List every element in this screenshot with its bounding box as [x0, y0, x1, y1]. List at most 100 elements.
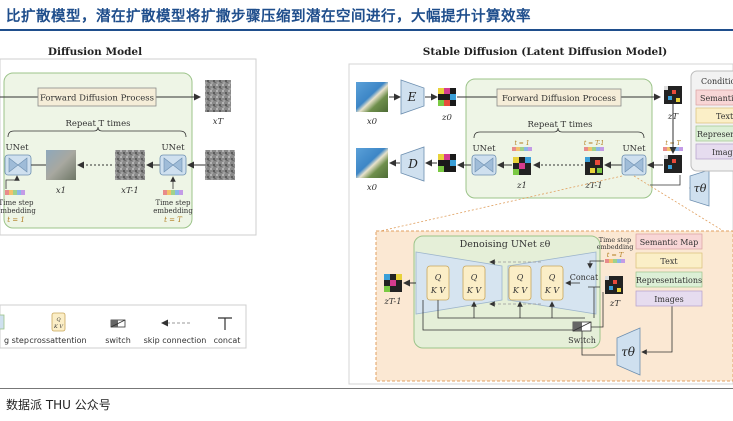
left-panel-frame [0, 58, 257, 236]
qkv-2-kv: K V [466, 286, 483, 295]
right-timestep-bar-1 [512, 147, 532, 151]
right-z0-latent-bottom [438, 154, 456, 172]
left-timestep-bar-1 [5, 190, 25, 195]
cond-images-box [635, 290, 703, 307]
cross-feed-outer [422, 300, 575, 331]
right-tau-small-block [689, 169, 710, 207]
denoise-zT-label: zT [609, 299, 621, 309]
cond-representations: Representations [636, 276, 702, 285]
right-panel-frame [348, 63, 733, 385]
legend-switch-icon [110, 319, 126, 328]
denoise-title: Denoising UNet εθ [460, 239, 551, 250]
legend-frame [0, 304, 247, 349]
legend-q-label: Q [56, 317, 60, 323]
qkv-3-kv: K V [512, 286, 529, 295]
left-repeat-label: Repeat T times [65, 119, 130, 129]
right-z1-label: z1 [516, 181, 527, 191]
right-x0-label-top: x0 [367, 117, 378, 127]
legend-switch-label: switch [105, 336, 131, 345]
left-unet2-icon [163, 157, 183, 173]
right-tT1-label: t = T-1 [584, 140, 604, 147]
left-unet1-icon [8, 157, 28, 173]
left-xT-noise-image [205, 80, 231, 112]
right-cond-repr: Represen [697, 130, 733, 139]
legend-concat-label: concat [214, 336, 241, 345]
qkv-4-q: Q [549, 273, 556, 282]
denoise-tau-label: τθ [621, 345, 636, 359]
denoise-ts-line1: Time step [599, 236, 631, 244]
right-forward-box [496, 88, 622, 107]
cond-to-tau-arrow [641, 306, 673, 355]
switch-to-concat [591, 292, 604, 328]
right-encoder-label: E [407, 90, 417, 104]
left-unet1-label: UNet [5, 143, 29, 153]
source-credit: 数据派 THU 公众号 [6, 398, 111, 412]
left-unet2-label: UNet [161, 143, 185, 153]
legend-kv-label: K V [53, 324, 64, 330]
legend-crossattention-icon [51, 312, 66, 332]
right-t1-label: t = 1 [514, 140, 529, 147]
left-repeat-brace [7, 126, 187, 138]
left-x1-label: x1 [56, 186, 66, 196]
right-timestep-bar-2 [584, 147, 604, 151]
right-decoder-label: D [407, 157, 418, 171]
qkv-2-q: Q [471, 273, 478, 282]
cond-text-box [635, 252, 703, 269]
right-zT-latent-mid [664, 155, 682, 173]
diagram-canvas: Diffusion Model Forward Diffusion Proces… [0, 46, 733, 385]
denoise-zT1-latent [384, 274, 402, 292]
right-zT1-label: zT-1 [584, 181, 602, 191]
right-decoder-block [400, 146, 425, 182]
left-t1-label: t = 1 [7, 216, 25, 224]
qkv-1-q: Q [435, 273, 442, 282]
left-xT-label: xT [213, 117, 225, 127]
left-timestep-label-2: Time step [156, 199, 191, 207]
right-unet1-label: UNet [472, 144, 496, 154]
left-x1-image [46, 150, 76, 180]
right-z1-latent [513, 157, 531, 175]
qkv-4-kv: K V [544, 286, 561, 295]
left-timestep-label-1: Time step [0, 199, 34, 207]
right-zT1-latent [585, 157, 603, 175]
concat-symbol [588, 286, 600, 318]
denoise-tau-block [616, 327, 641, 376]
denoise-zT1-label: zT-1 [383, 297, 401, 307]
left-timestep-bar-2 [163, 190, 183, 195]
right-unet1-icon [474, 157, 494, 173]
right-x0-label-bottom: x0 [367, 183, 378, 193]
right-z0-latent [438, 88, 456, 106]
qkv-block-2 [462, 265, 486, 301]
legend-crossattention-label: crossattention [29, 336, 86, 345]
left-forward-label: Forward Diffusion Process [40, 94, 154, 104]
right-repeat-label: Repeat T times [527, 120, 592, 130]
denoise-timestep-bar [605, 259, 625, 263]
zoom-guide-right [633, 175, 726, 233]
right-tau-small-link [650, 175, 681, 186]
left-tT-label: t = T [164, 216, 183, 224]
left-title: Diffusion Model [48, 46, 142, 58]
right-cond-images: Imag [712, 148, 733, 157]
right-forward-label: Forward Diffusion Process [502, 94, 616, 104]
qkv-block-4 [540, 265, 564, 301]
denoise-zT-latent [605, 276, 623, 294]
cond-semantic-map: Semantic Map [640, 238, 699, 247]
top-rule [0, 29, 733, 31]
denoise-switch-icon [572, 321, 592, 332]
legend-skip-label: skip connection [144, 336, 207, 345]
switch-to-tau [581, 331, 615, 356]
denoise-ts-arrow [587, 260, 604, 269]
left-embedding-label-2: embedding [153, 207, 193, 215]
legend-step-label: g step [4, 336, 29, 345]
cond-semantic-map-box [635, 233, 703, 250]
right-cond-text-box [695, 107, 733, 124]
right-zT-latent-top [664, 86, 682, 104]
bottom-rule [0, 388, 733, 389]
right-x0-image-bottom [356, 148, 388, 178]
right-cond-repr-box [695, 125, 733, 142]
denoise-concat-label: Concat [570, 273, 599, 282]
qkv-3-q: Q [517, 273, 524, 282]
left-xT1-image [115, 150, 145, 180]
legend-step-icon [0, 314, 5, 330]
page-heading: 比扩散模型，潜在扩散模型将扩撒步骤压缩到潜在空间进行，大幅提升计算效率 [6, 9, 531, 25]
right-x0-image-top [356, 82, 388, 112]
